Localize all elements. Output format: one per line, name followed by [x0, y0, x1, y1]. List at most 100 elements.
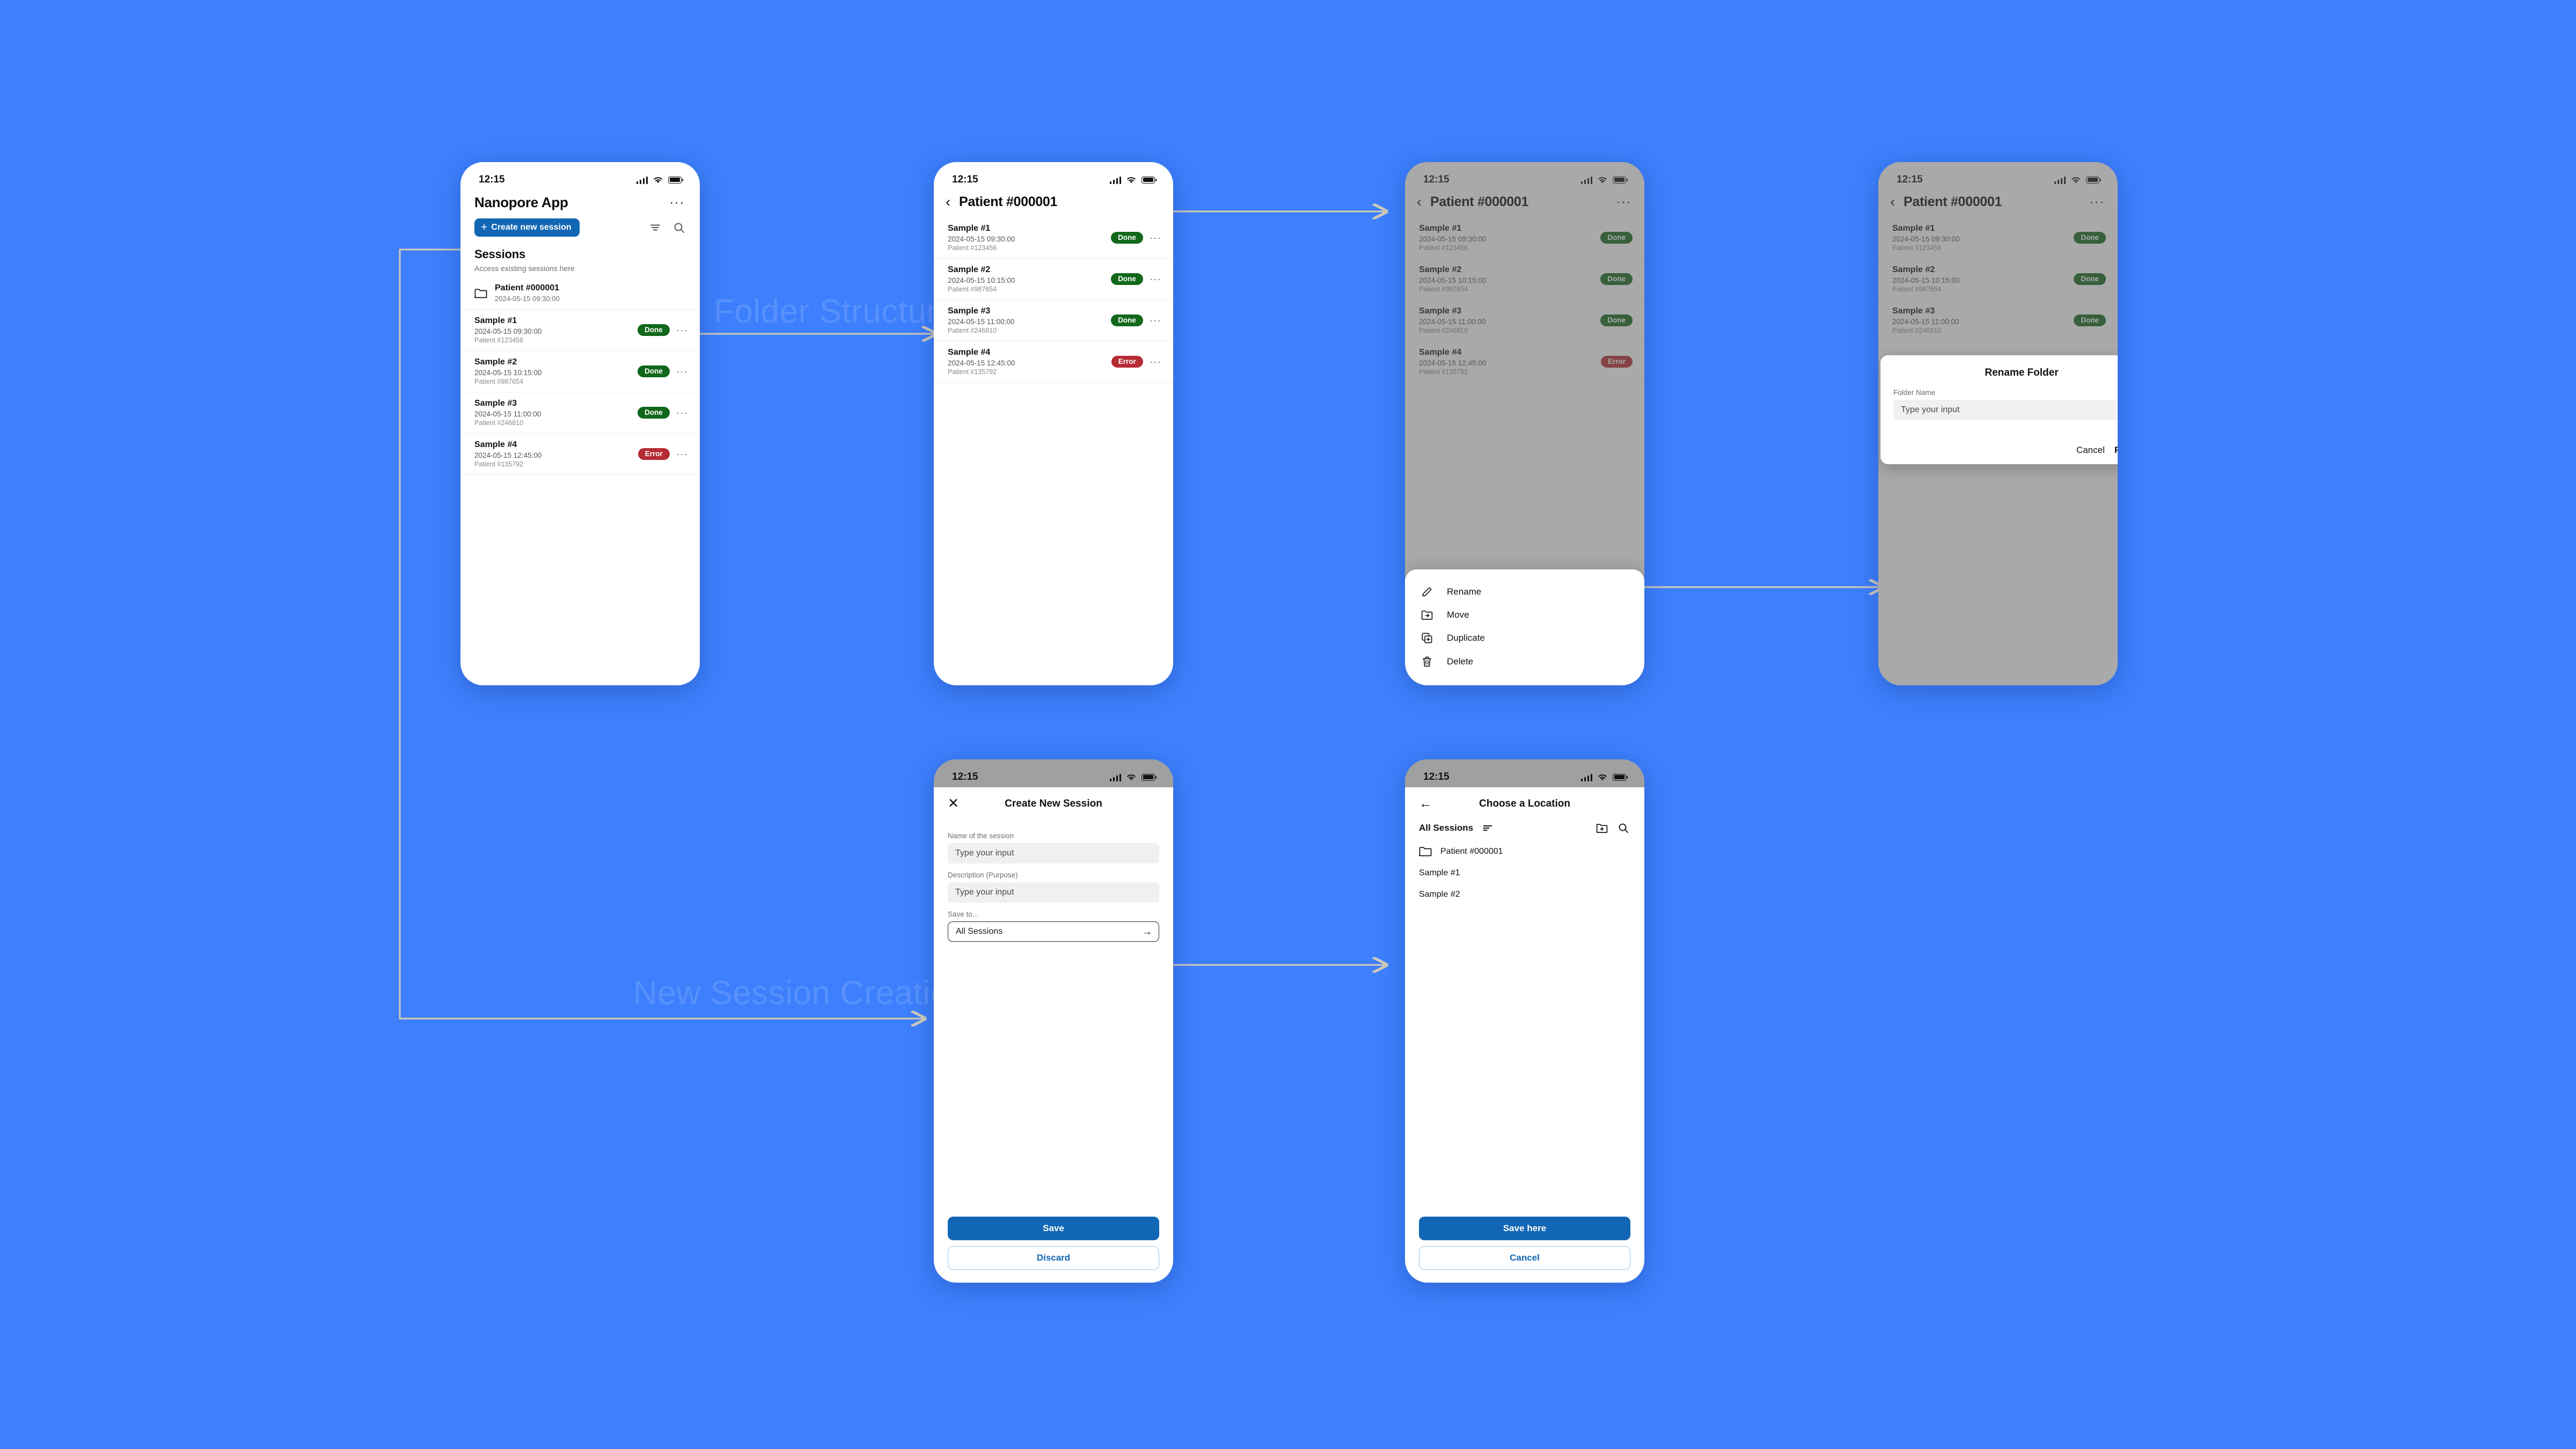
folder-date: 2024-05-15 09:30:00: [495, 295, 560, 303]
status-badge: Done: [2074, 273, 2106, 286]
create-new-session-button[interactable]: + Create new session: [474, 218, 580, 237]
session-name-input[interactable]: Type your input: [948, 843, 1159, 863]
status-badge: Done: [2074, 314, 2106, 327]
sample-name: Sample #4: [1419, 348, 1462, 357]
folder-name-placeholder: Type your input: [1901, 405, 1960, 414]
status-badge: Done: [1111, 273, 1143, 286]
chevron-left-icon[interactable]: ‹: [946, 194, 950, 210]
menu-item-rename[interactable]: Rename: [1405, 580, 1644, 604]
close-icon[interactable]: ✕: [948, 796, 959, 811]
sample-name: Sample #1: [474, 316, 517, 325]
list-item[interactable]: Sample #4 2024-05-15 12:45:00 Patient #1…: [1405, 341, 1644, 383]
list-item[interactable]: Sample #4 2024-05-15 12:45:00 Patient #1…: [934, 341, 1173, 383]
list-item[interactable]: Sample #1 2024-05-15 09:30:00 Patient #1…: [460, 310, 700, 351]
row-overflow-icon[interactable]: ···: [676, 407, 688, 418]
cancel-button[interactable]: Cancel: [2076, 445, 2105, 455]
row-overflow-icon[interactable]: ···: [1149, 314, 1161, 326]
list-item[interactable]: Sample #2: [1405, 884, 1644, 905]
sort-icon[interactable]: [1481, 821, 1495, 835]
list-item[interactable]: Sample #3 2024-05-15 11:00:00 Patient #2…: [1878, 300, 2118, 341]
folder-move-icon: [1421, 610, 1433, 620]
nav-bar: ‹ Patient #000001 ···: [1405, 190, 1644, 217]
cellular-signal-icon: [1580, 176, 1592, 184]
list-item[interactable]: Sample #3 2024-05-15 11:00:00 Patient #2…: [460, 392, 700, 434]
list-item[interactable]: Sample #1: [1405, 862, 1644, 884]
list-item[interactable]: Sample #2 2024-05-15 10:15:00 Patient #9…: [460, 351, 700, 392]
sample-date: 2024-05-15 10:15:00: [1892, 276, 1960, 284]
list-item[interactable]: Sample #3 2024-05-15 11:00:00 Patient #2…: [934, 300, 1173, 341]
folder-row-patient[interactable]: Patient #000001 2024-05-15 09:30:00: [460, 277, 700, 310]
search-icon[interactable]: [672, 221, 686, 235]
list-item-folder[interactable]: Patient #000001: [1405, 840, 1644, 862]
row-overflow-icon[interactable]: ···: [676, 365, 688, 377]
status-badge: Done: [1600, 231, 1633, 244]
menu-item-delete[interactable]: Delete: [1405, 650, 1644, 674]
screen-sessions: 12:15 Nanopore App ··· +: [460, 162, 700, 475]
status-badge: Done: [638, 406, 670, 419]
menu-item-label: Move: [1447, 610, 1469, 620]
sample-date: 2024-05-15 09:30:00: [948, 235, 1015, 243]
menu-item-label: Duplicate: [1447, 633, 1485, 643]
list-item-label: Sample #2: [1419, 890, 1460, 899]
rename-button[interactable]: Rename: [2114, 445, 2118, 456]
overflow-menu-icon[interactable]: ···: [669, 195, 685, 210]
page-title: Patient #000001: [1430, 194, 1529, 209]
chevron-left-icon[interactable]: ‹: [1890, 194, 1895, 210]
list-item[interactable]: Sample #2 2024-05-15 10:15:00 Patient #9…: [1878, 259, 2118, 300]
dialog-title: Rename Folder: [1985, 367, 2059, 378]
description-input[interactable]: Type your input: [948, 882, 1159, 903]
menu-item-duplicate[interactable]: Duplicate: [1405, 626, 1644, 650]
list-item[interactable]: Sample #3 2024-05-15 11:00:00 Patient #2…: [1405, 300, 1644, 341]
overflow-menu-icon[interactable]: ···: [2089, 194, 2105, 209]
overflow-menu-icon[interactable]: ···: [1616, 194, 1631, 209]
trash-icon: [1422, 656, 1432, 667]
status-bar: 12:15: [934, 759, 1173, 787]
sort-icon[interactable]: [648, 221, 662, 235]
save-to-select[interactable]: All Sessions →: [948, 921, 1159, 942]
status-badge: Done: [638, 324, 670, 336]
discard-button[interactable]: Discard: [948, 1246, 1159, 1270]
list-item[interactable]: Sample #1 2024-05-15 09:30:00 Patient #1…: [1405, 217, 1644, 259]
arrow-left-icon[interactable]: ←: [1419, 796, 1432, 811]
cancel-button[interactable]: Cancel: [1419, 1246, 1630, 1270]
folder-name-input[interactable]: Type your input: [1893, 400, 2118, 420]
sample-name: Sample #4: [948, 348, 991, 357]
list-item[interactable]: Sample #1 2024-05-15 09:30:00 Patient #1…: [1878, 217, 2118, 259]
folder-icon: [1419, 847, 1432, 857]
row-overflow-icon[interactable]: ···: [676, 324, 688, 335]
status-badge: Error: [1600, 355, 1633, 368]
menu-item-move[interactable]: Move: [1405, 604, 1644, 626]
phone-sessions-list: 12:15 Nanopore App ··· +: [460, 162, 700, 685]
sample-date: 2024-05-15 12:45:00: [474, 451, 542, 459]
search-icon[interactable]: [1616, 821, 1630, 835]
screen-create-session: 12:15 ✕ Create New Session Name of the s…: [934, 759, 1173, 1270]
status-icons: [1580, 176, 1628, 184]
wifi-icon: [654, 177, 662, 183]
save-button[interactable]: Save: [948, 1217, 1159, 1240]
list-item[interactable]: Sample #2 2024-05-15 10:15:00 Patient #9…: [1405, 259, 1644, 300]
sample-name: Sample #1: [1419, 224, 1462, 233]
list-item[interactable]: Sample #2 2024-05-15 10:15:00 Patient #9…: [934, 259, 1173, 300]
status-icons: [2054, 176, 2101, 184]
sample-list: Sample #1 2024-05-15 09:30:00 Patient #1…: [1878, 217, 2118, 341]
rename-folder-dialog: Rename Folder Folder Name Type your inpu…: [1880, 355, 2118, 464]
save-here-button[interactable]: Save here: [1419, 1217, 1630, 1240]
list-item[interactable]: Sample #1 2024-05-15 09:30:00 Patient #1…: [934, 217, 1173, 259]
status-badge: Error: [638, 448, 670, 460]
list-item[interactable]: Sample #4 2024-05-15 12:45:00 Patient #1…: [460, 434, 700, 475]
nav-bar: ‹ Patient #000001 ···: [1878, 190, 2118, 217]
sample-name: Sample #1: [948, 224, 991, 233]
phone-choose-location: 12:15 ← Choose a Location All Sessions: [1405, 759, 1644, 1283]
chevron-left-icon[interactable]: ‹: [1417, 194, 1422, 210]
duplicate-icon: [1422, 633, 1432, 643]
new-folder-icon[interactable]: [1595, 821, 1609, 835]
cellular-signal-icon: [1109, 176, 1121, 184]
row-overflow-icon[interactable]: ···: [676, 448, 688, 459]
screen-patient-dimmed: 12:15 ‹ Patient #000001 ···: [1405, 162, 1644, 383]
status-bar: 12:15: [934, 162, 1173, 190]
sample-name: Sample #4: [474, 440, 517, 449]
row-overflow-icon[interactable]: ···: [1149, 232, 1161, 243]
row-overflow-icon[interactable]: ···: [1149, 356, 1161, 367]
sessions-section-header: Sessions Access existing sessions here: [460, 237, 700, 273]
row-overflow-icon[interactable]: ···: [1149, 273, 1161, 284]
